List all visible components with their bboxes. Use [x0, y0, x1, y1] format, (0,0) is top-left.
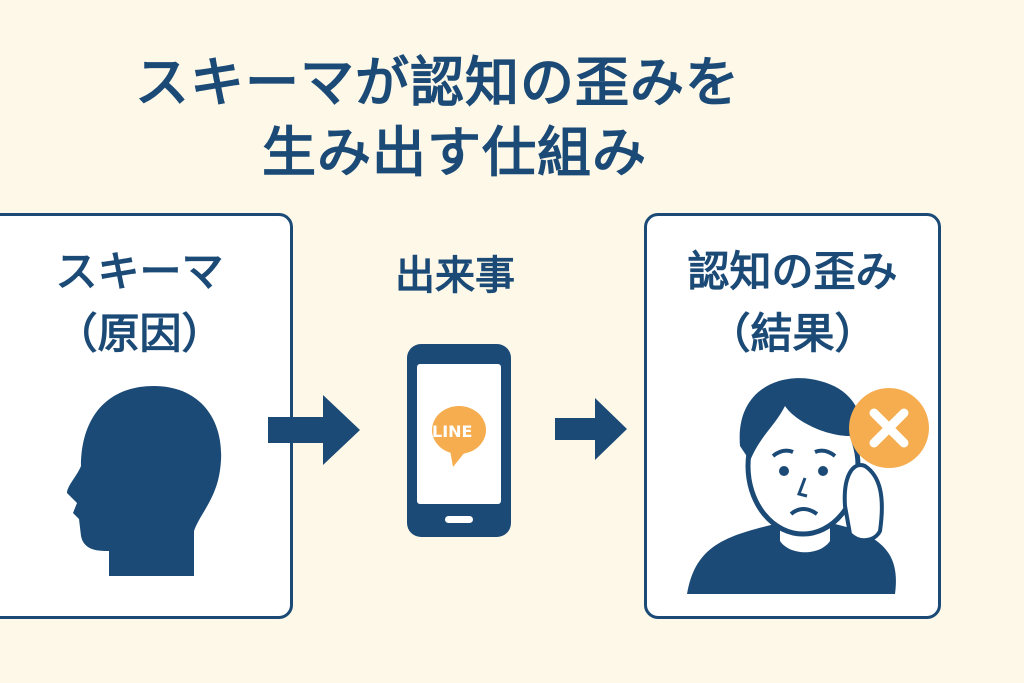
result-box: 認知の歪み （結果） [644, 213, 941, 619]
cause-title: スキーマ [55, 247, 224, 296]
worried-man-icon [687, 378, 896, 594]
error-x-icon [849, 388, 929, 468]
cause-box: スキーマ （原因） [0, 213, 293, 619]
event-title: 出来事 [395, 253, 515, 299]
title-line-1: スキーマが認知の歪みを [135, 51, 740, 114]
head-silhouette-icon [67, 386, 222, 576]
smartphone-icon [407, 344, 511, 537]
cause-subtitle: （原因） [55, 309, 224, 358]
line-app-label: LINE [432, 422, 473, 441]
arrow-right-icon-2 [555, 398, 627, 460]
result-title: 認知の歪み [687, 247, 898, 296]
result-subtitle: （結果） [708, 309, 877, 358]
arrow-right-icon [268, 395, 360, 465]
title-line-2: 生み出す仕組み [262, 121, 647, 184]
